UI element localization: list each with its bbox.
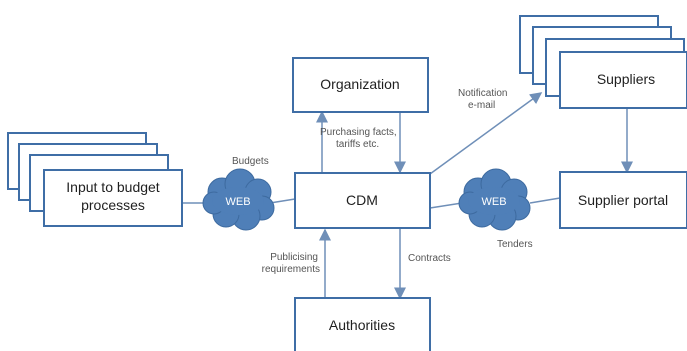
input-budget-box [43, 169, 183, 227]
suppliers-box [559, 51, 687, 109]
connectors [182, 92, 633, 300]
suppliers-label: Suppliers [597, 71, 655, 87]
authorities-box [294, 297, 431, 351]
suppliers-stack: Suppliers [519, 15, 687, 109]
label-purchasing-2: tariffs etc. [336, 139, 379, 150]
web-cloud-left-label: WEB [225, 196, 250, 208]
web-cloud-left: WEB [202, 168, 275, 231]
input-budget-stack: Input to budget processes [7, 132, 183, 227]
organization-box [292, 57, 429, 113]
cdm-label: CDM [346, 192, 378, 208]
connector-web-cdm [269, 198, 296, 204]
label-tenders: Tenders [497, 239, 533, 250]
label-budgets: Budgets [232, 156, 269, 167]
web-cloud-right: WEB [458, 168, 531, 231]
supplier-portal-box [559, 171, 687, 229]
authorities-label: Authorities [329, 317, 395, 333]
cdm-box [294, 172, 431, 229]
arrow-cdm-to-suppliers [429, 92, 543, 175]
input-budget-label-2: processes [81, 197, 145, 213]
connector-web-portal [529, 197, 561, 204]
label-notification-2: e-mail [468, 100, 495, 111]
connector-cdm-web [429, 202, 463, 209]
label-purchasing-1: Purchasing facts, [320, 127, 397, 138]
organization-label: Organization [320, 76, 399, 92]
supplier-portal-label: Supplier portal [578, 192, 668, 208]
label-publicising-1: Publicising [270, 252, 318, 263]
label-contracts: Contracts [408, 253, 451, 264]
label-publicising-2: requirements [262, 264, 320, 275]
input-budget-label-1: Input to budget [66, 179, 160, 195]
web-cloud-right-label: WEB [481, 196, 506, 208]
label-notification-1: Notification [458, 88, 507, 99]
